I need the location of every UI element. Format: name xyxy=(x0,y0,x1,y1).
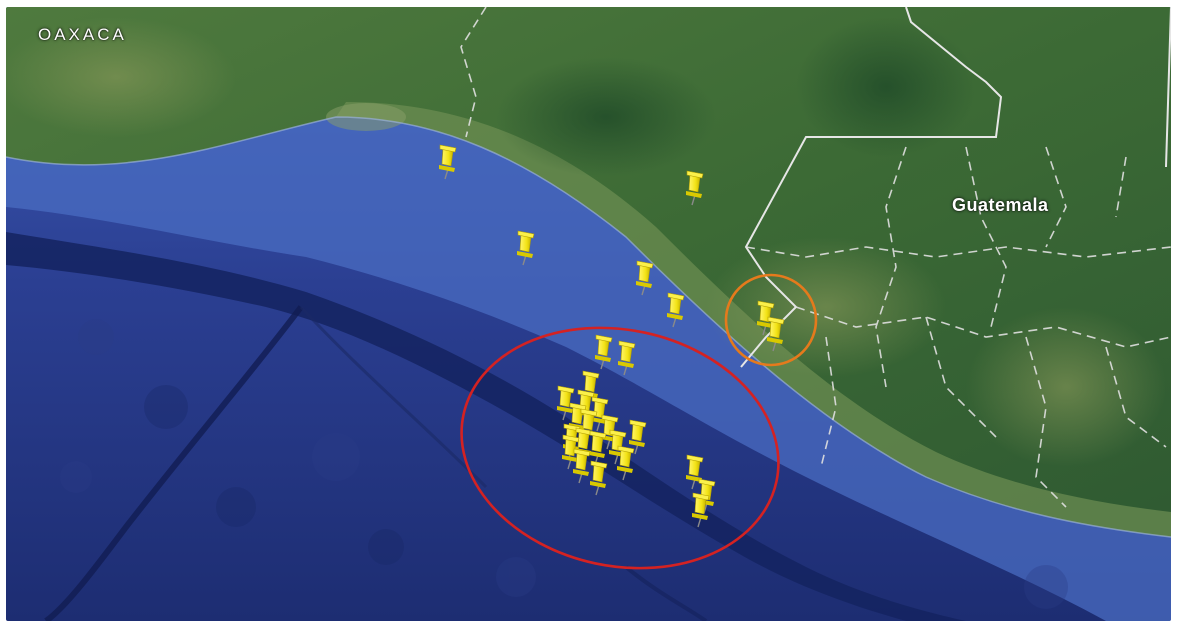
country-border-east xyxy=(1165,7,1171,168)
highlands-east xyxy=(966,307,1166,467)
satellite-map[interactable]: OAXACA Guatemala xyxy=(6,7,1171,621)
highlands-guatemala xyxy=(706,237,946,377)
department-borders xyxy=(460,7,1171,508)
red-ellipse xyxy=(460,326,780,570)
seafloor-texture xyxy=(60,319,1068,609)
orange-circle xyxy=(724,273,818,367)
fracture-zone xyxy=(44,305,304,621)
fracture-zone-3 xyxy=(624,565,708,621)
lagoon xyxy=(326,103,406,131)
forest-peten xyxy=(796,17,976,157)
highlands-oaxaca xyxy=(6,17,236,137)
trench xyxy=(6,232,966,621)
map-canvas xyxy=(6,7,1171,621)
forest-chiapas xyxy=(496,57,716,177)
coastline xyxy=(6,116,1171,538)
country-border xyxy=(740,7,1003,368)
continental-shelf xyxy=(6,117,1171,621)
fracture-zone-2 xyxy=(299,305,488,489)
